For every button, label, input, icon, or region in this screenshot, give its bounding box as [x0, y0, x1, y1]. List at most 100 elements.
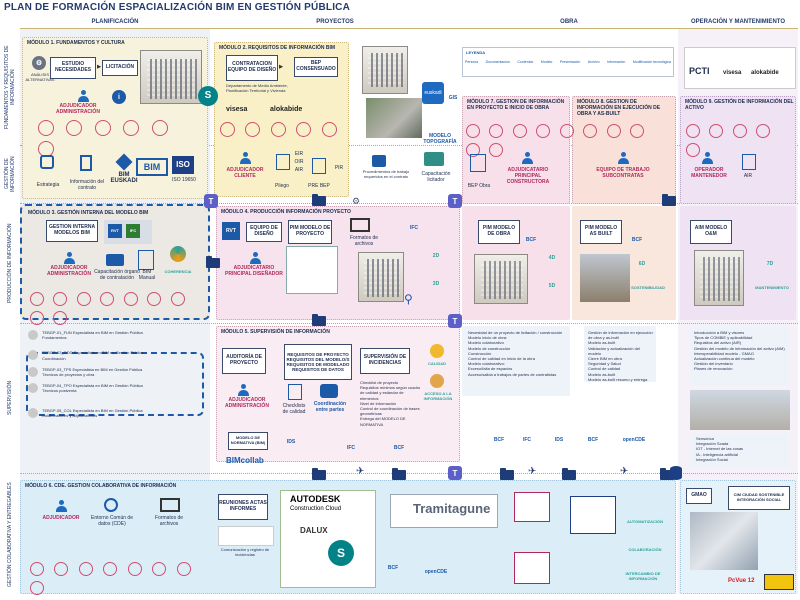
teams-icon[interactable]: T [448, 194, 462, 208]
teams-icon[interactable]: T [448, 466, 462, 480]
air-label: AIR [294, 167, 304, 173]
process-icon [53, 292, 68, 306]
tebgp-item[interactable]: TEBGP-05_COL Especialista en BIM en Gest… [28, 407, 204, 418]
pim-asbuilt-box[interactable]: PIM MODELO AS BUILT [580, 220, 622, 244]
process-icon [78, 562, 93, 576]
tebgp-title: Especialista en BIM en Gestión Pública [73, 350, 144, 356]
calidad-icon [430, 344, 444, 358]
process-icon [466, 124, 480, 138]
oir-label: OIR [294, 159, 304, 165]
pim-obra-box[interactable]: PIM MODELO DE OBRA [478, 220, 520, 244]
lane-label-gestion: GESTIÓN DE INFORMACIÓN [4, 156, 16, 192]
module-7-role: ADJUDICATARIO PRINCIPAL CONSTRUCTORA [506, 167, 550, 185]
capacitacion-icon [424, 152, 444, 166]
doc-flow-3 [570, 496, 616, 534]
bim-manual-icon [138, 250, 154, 270]
folder-icon[interactable] [206, 256, 220, 268]
list-item: Exceso/falta de espacios [468, 366, 513, 372]
gmao-box[interactable]: GMAO [686, 488, 712, 504]
legend-item: Contenido [517, 60, 534, 64]
coherencia-icon [170, 246, 186, 262]
bep-box[interactable]: BEP CONSENSUADO [294, 57, 338, 77]
list-item: Modelo as-built resumo y entrega [588, 376, 648, 382]
tebgp-item[interactable]: TEBGP-01_FUN Especialista en BIM en Gest… [28, 330, 204, 340]
automatizacion-label: AUTOMATIZACIÓN [626, 519, 664, 524]
analisis-label: ANÁLISIS ALTERNATIVAS [25, 72, 55, 82]
process-icon [630, 124, 645, 138]
bcf-label-8: BCF [631, 237, 643, 243]
aim-box[interactable]: AIM MODELO O&M [690, 220, 732, 244]
tebgp-item[interactable]: TEBGP-04_TPO Especialista en BIM en Gest… [28, 383, 204, 393]
user-icon [240, 152, 251, 164]
folder-icon[interactable] [562, 468, 576, 480]
calidad-label: CALIDAD [428, 361, 446, 366]
software-icons [286, 246, 338, 294]
list-item: Modelo de construcción [468, 345, 511, 351]
list-item: IA - Inteligencia artificial [696, 451, 739, 457]
list-item: Integración Social [696, 456, 728, 462]
analysis-icon: ⚙ [32, 56, 46, 70]
pre-bep-label: PRE BEP [308, 183, 330, 189]
licitacion-box[interactable]: LICITACIÓN [102, 60, 138, 76]
process-icon [151, 120, 168, 136]
tebgp-item[interactable]: TEBGP-02_COO Especialista en BIM en Gest… [28, 350, 204, 361]
list-item: Interoperabilidad modelo - GMAO [694, 350, 754, 356]
bim-manual-label: BIM Manual [138, 269, 156, 281]
autodesk-logo: AUTODESK [290, 494, 341, 504]
eir-label: EIR [294, 151, 304, 157]
tebgp-bullet [28, 330, 38, 340]
formatos-label-6: Formatos de archivos [154, 515, 184, 527]
module-4-role: ADJUDICATARIO PRINCIPAL DISEÑADOR [225, 265, 283, 277]
equipo-diseno-box[interactable]: EQUIPO DE DISEÑO [246, 222, 282, 242]
bep-obra-icon [470, 154, 486, 172]
pim-proyecto-box[interactable]: PIM MODELO DE PROYECTO [288, 220, 332, 244]
teams-icon[interactable]: T [204, 194, 218, 208]
folder-icon[interactable] [660, 468, 674, 480]
supervision-box[interactable]: SUPERVISIÓN DE INCIDENCIAS [360, 348, 410, 374]
send-icon: ✈ [528, 466, 537, 477]
ifc-label-8: IFC [522, 437, 532, 443]
pre-bep-icon [312, 158, 326, 174]
process-icon [30, 562, 44, 576]
column-header-line [20, 28, 798, 29]
bcf-label-7: BCF [525, 237, 537, 243]
auditoria-box[interactable]: AUDITORÍA DE PROYECTO [222, 348, 266, 374]
capacitacion-label-3: Capacitación órgano de contratación [94, 269, 140, 281]
bep-obra-label: BEP Obra [467, 183, 491, 189]
check-item: Control de coordinación de bases geométr… [360, 405, 420, 417]
om-tech-area [690, 434, 790, 468]
process-icon [66, 120, 83, 136]
sharepoint-icon: S [198, 86, 218, 106]
sharepoint-icon-6: S [328, 540, 354, 566]
module-8-title: MÓDULO 8. GESTION DE INFORMACIÓN EN EJEC… [577, 99, 661, 117]
folder-icon[interactable] [312, 314, 326, 326]
module-2-role: ADJUDICADOR CLIENTE [226, 167, 264, 179]
cim-box[interactable]: CIM CIUDAD SOSTENIBLE INTEGRACIÓN SOCIAL [728, 486, 790, 510]
bcf-label-6: BCF [387, 565, 399, 571]
pir-label: PIR [334, 165, 344, 171]
bcf-label-8b: BCF [493, 437, 505, 443]
gestion-interna-box[interactable]: GESTION INTERNA MODELOS BIM [46, 220, 98, 242]
rvt-ifc-panel: RVT IFC [104, 220, 152, 244]
folder-icon[interactable] [392, 468, 406, 480]
om-supervision-area [690, 326, 790, 386]
tebgp-list: TEBGP-01_FUN Especialista en BIM en Gest… [28, 330, 204, 418]
folder-icon[interactable] [662, 194, 676, 206]
legend-item: Información [607, 60, 626, 64]
estudio-box[interactable]: ESTUDIO NECESIDADES [50, 57, 96, 79]
capacitacion-label: Capacitación licitador [421, 171, 451, 183]
reuniones-box[interactable]: REUNIONES ACTAS INFORMES [218, 494, 268, 520]
4d-label: 4D [548, 255, 556, 261]
module-8-list: Gestión de información en ejecución de o… [588, 330, 654, 382]
tebgp-bullet [28, 350, 38, 361]
folder-icon[interactable] [312, 468, 326, 480]
contratacion-box[interactable]: CONTRATACION EQUIPO DE DISEÑO [226, 55, 278, 81]
tebgp-item[interactable]: TEBGP-03_TPS Especialista en BIM en Gest… [28, 366, 204, 377]
folder-icon[interactable] [312, 194, 326, 206]
pc-icon [350, 218, 370, 232]
requisitos-box[interactable]: REQUISITOS DE PROYECTO REQUISITOS DEL MO… [284, 344, 352, 380]
teams-icon[interactable]: T [448, 314, 462, 328]
building-model-9 [694, 250, 744, 306]
folder-icon[interactable] [500, 468, 514, 480]
modelo-normativa-box[interactable]: MODELO DE NORMATIVA (BIM) [228, 432, 268, 450]
